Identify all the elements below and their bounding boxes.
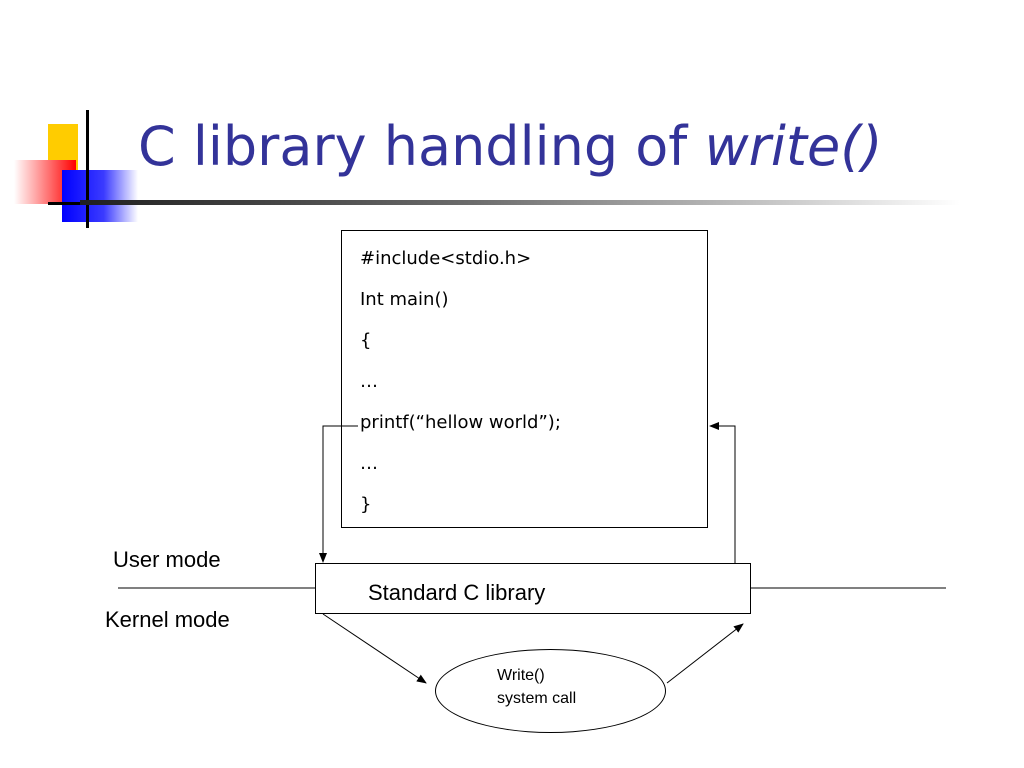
- program-code-box: [341, 230, 708, 528]
- standard-c-library-box: [315, 563, 751, 614]
- system-call-ellipse: [435, 649, 666, 733]
- arrow-library-to-program: [709, 422, 736, 563]
- code-line-printf: printf(“hellow world”);: [360, 412, 561, 433]
- title-ornament-vertical-line: [86, 110, 89, 228]
- slide-title-text: C library handling of: [138, 115, 705, 178]
- arrow-printf-to-library: [319, 425, 358, 563]
- code-line-include: #include<stdio.h>: [360, 248, 532, 269]
- slide-title-emphasis: write(): [704, 115, 883, 178]
- code-line-main: Int main(): [360, 289, 449, 310]
- code-line-ellipsis-2: …: [360, 453, 378, 474]
- code-line-open-brace: {: [360, 330, 372, 351]
- code-line-close-brace: }: [360, 494, 372, 515]
- title-ornament-horizontal-line: [48, 202, 80, 205]
- arrow-syscall-to-library: [666, 623, 744, 684]
- code-line-ellipsis-1: …: [360, 371, 378, 392]
- system-call-label-line2: system call: [497, 690, 577, 707]
- kernel-mode-label: Kernel mode: [105, 607, 230, 632]
- standard-c-library-label: Standard C library: [368, 580, 546, 605]
- user-mode-label: User mode: [113, 547, 221, 572]
- arrow-library-to-syscall: [322, 613, 427, 684]
- title-ornament-blue: [62, 170, 138, 222]
- title-rule: [80, 200, 960, 205]
- system-call-label-line1: Write(): [497, 667, 545, 684]
- slide-title: C library handling of write(): [138, 112, 882, 182]
